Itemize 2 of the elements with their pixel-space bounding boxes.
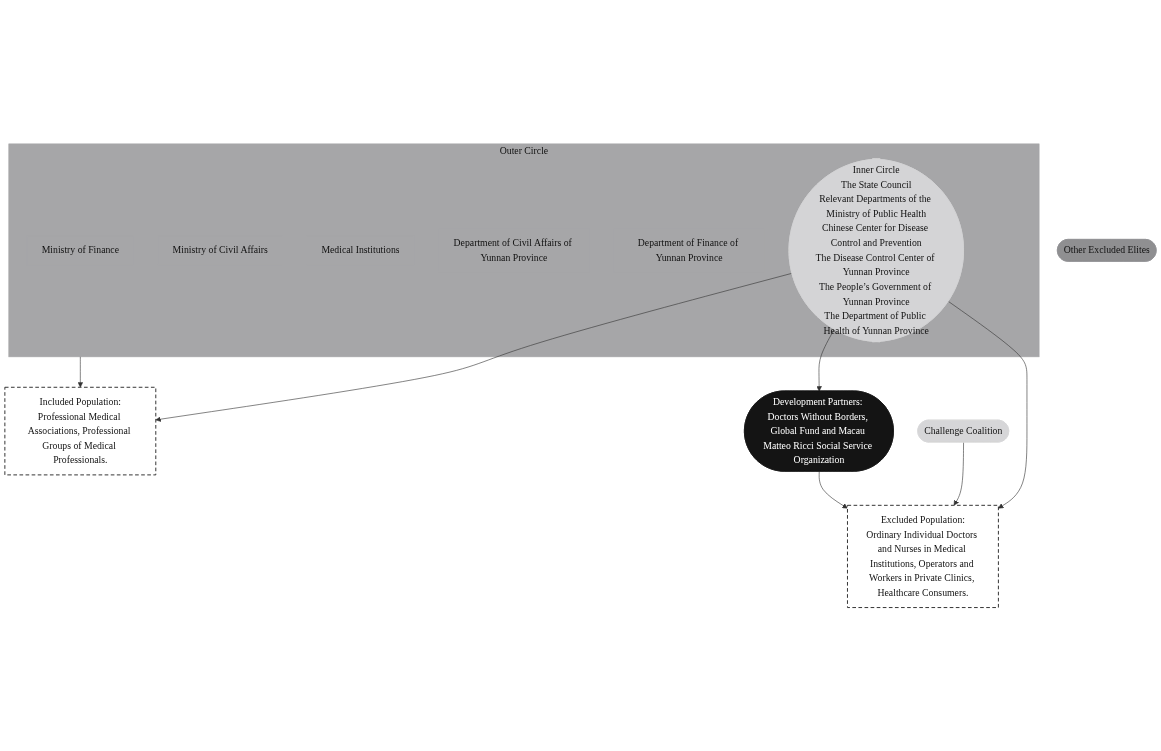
node-box: Included Population: Professional Medical Associations, Professional Groups of Medical Professionals.: [4, 386, 157, 476]
node-box: Excluded Population: Ordinary Individual Doctors and Nurses in Medical Institutions, Operators and Workers in Private Clinics, Healthcare Consumers.: [847, 504, 999, 608]
